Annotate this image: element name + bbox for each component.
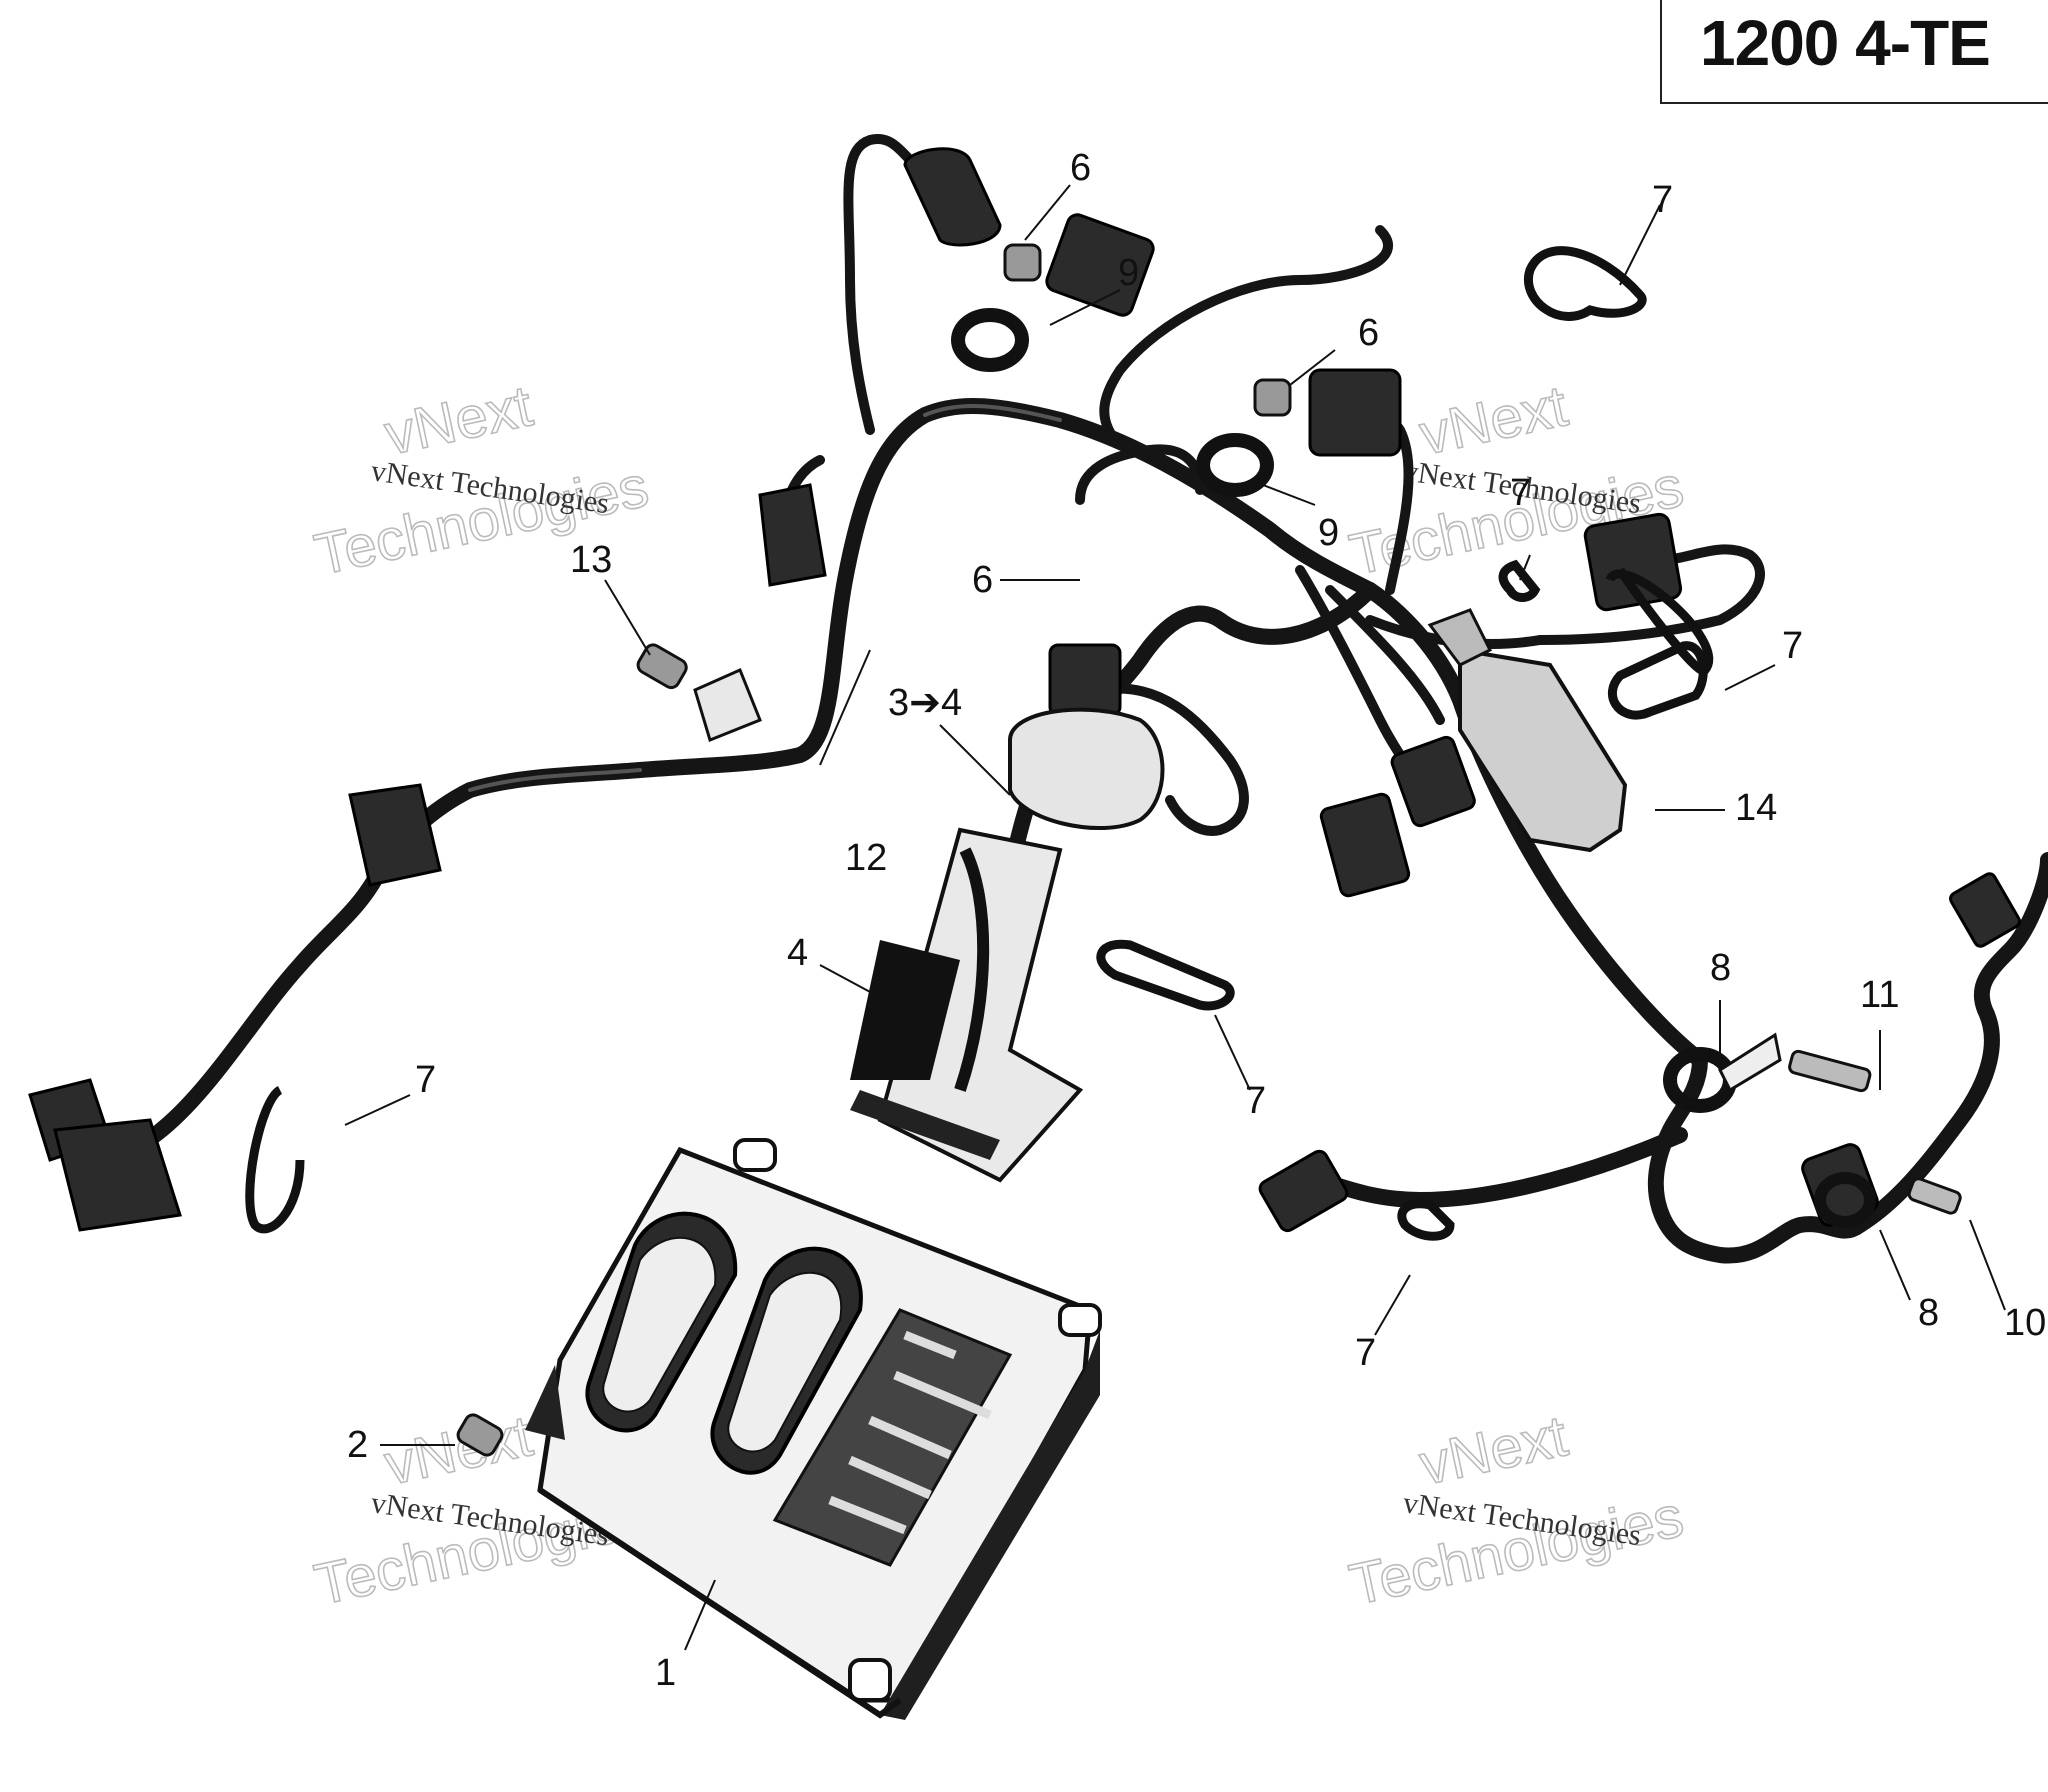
watermark-vnext: vNext [1414, 373, 1573, 467]
callout-10: 10 [2004, 1302, 2046, 1344]
cable-ties [245, 246, 1713, 1241]
relay-part [1008, 707, 1165, 830]
callout-14: 14 [1735, 787, 1777, 829]
callout-6: 6 [1358, 312, 1379, 354]
model-label: 1200 4-TE [1700, 7, 1991, 79]
harness-wrap [850, 827, 1084, 1183]
watermark-bottom-right: vNext Technologies vNext Technologies [1343, 1403, 1689, 1619]
ecm-module [525, 1138, 1102, 1720]
callout-9: 9 [1118, 252, 1139, 294]
callout-8: 8 [1918, 1292, 1939, 1334]
model-box: 1200 4-TE [1660, 0, 2048, 104]
callout-9: 9 [1318, 512, 1339, 554]
watermark-vnext: vNext [379, 1403, 538, 1497]
callout-7: 7 [1652, 179, 1673, 221]
callout-12: 12 [845, 837, 887, 879]
connectors [28, 147, 2021, 1233]
callout-2: 2 [347, 1424, 368, 1466]
fasteners [456, 243, 1962, 1457]
clamps [951, 308, 1876, 1228]
callout-13: 13 [570, 539, 612, 581]
callout-6: 6 [972, 559, 993, 601]
callout-8: 8 [1710, 947, 1731, 989]
callout-1: 1 [655, 1652, 676, 1694]
callout-4: 4 [787, 932, 808, 974]
watermark-vnext: vNext [1414, 1403, 1573, 1497]
fuse-holder [1427, 608, 1628, 853]
watermark-vnext: vNext [379, 373, 538, 467]
callout-3-to-4: 3➔4 [888, 682, 962, 724]
leader-lines [344, 184, 2006, 1651]
callout-7: 7 [1782, 625, 1803, 667]
callout-11: 11 [1860, 974, 1899, 1016]
callout-7: 7 [1245, 1080, 1266, 1122]
callout-7: 7 [415, 1059, 436, 1101]
callout-7: 7 [1510, 472, 1531, 514]
callouts: 6 9 6 9 6 7 7 7 14 13 12 3➔4 4 7 7 8 11 … [347, 147, 2046, 1694]
callout-7: 7 [1355, 1332, 1376, 1374]
callout-6: 6 [1070, 147, 1091, 189]
